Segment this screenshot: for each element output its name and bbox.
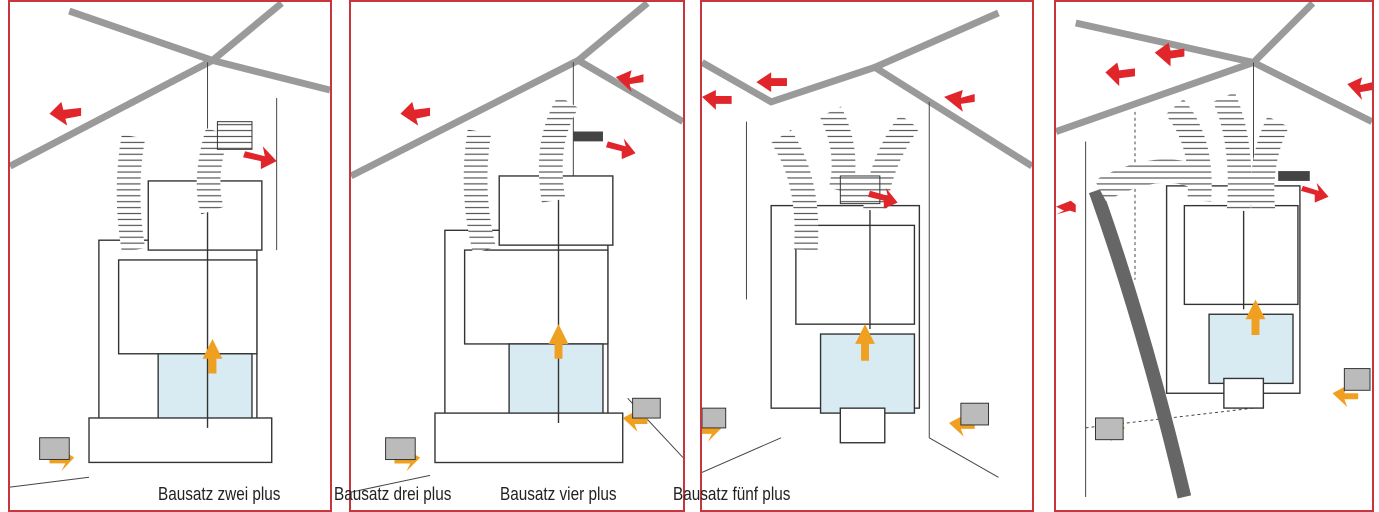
hot-air-arrow-icon — [400, 70, 644, 160]
hot-air-arrow-icon — [702, 72, 975, 209]
floor-vent-icon — [1095, 417, 1124, 441]
air-duct-icon — [771, 106, 920, 251]
ceiling-band — [351, 2, 683, 180]
floor-vent-icon — [385, 437, 416, 461]
floor-vent-icon — [1343, 368, 1371, 391]
floor-vent-icon — [960, 402, 990, 426]
ceiling-band — [1056, 2, 1372, 135]
hot-air-arrow-icon — [49, 101, 277, 170]
fireplace-installation-drawing-1 — [10, 2, 330, 488]
fireplace-installation-drawing-2 — [351, 2, 683, 493]
fireplace-installation-drawing-4 — [1056, 2, 1372, 499]
air-duct-icon — [116, 121, 253, 253]
diagram-panel-1 — [8, 0, 332, 512]
floor-vent-icon — [632, 397, 661, 419]
fireplace-insert-icon — [770, 204, 921, 444]
caption-bausatz-drei: Bausatz drei plus — [334, 484, 452, 504]
fireplace-insert-icon — [1165, 185, 1301, 409]
caption-bausatz-zwei: Bausatz zwei plus — [158, 484, 281, 504]
diagram-panel-3 — [700, 0, 1034, 512]
ceiling-band — [10, 2, 330, 170]
fireplace-insert-icon — [88, 180, 273, 464]
diagram-panel-2 — [349, 0, 685, 512]
air-duct-icon — [1094, 92, 1310, 212]
fireplace-installation-drawing-3 — [702, 9, 1032, 478]
floor-vent-icon — [702, 407, 727, 429]
air-duct-icon — [463, 95, 603, 253]
caption-bausatz-fuenf: Bausatz fünf plus — [673, 484, 791, 504]
wall-lines — [702, 101, 999, 478]
fireplace-insert-icon — [434, 175, 624, 464]
caption-bausatz-vier: Bausatz vier plus — [500, 484, 617, 504]
floor-vent-icon — [39, 437, 70, 460]
ceiling-band — [702, 9, 1032, 170]
diagram-panel-4 — [1054, 0, 1374, 512]
hot-air-arrow-icon — [1056, 42, 1372, 215]
